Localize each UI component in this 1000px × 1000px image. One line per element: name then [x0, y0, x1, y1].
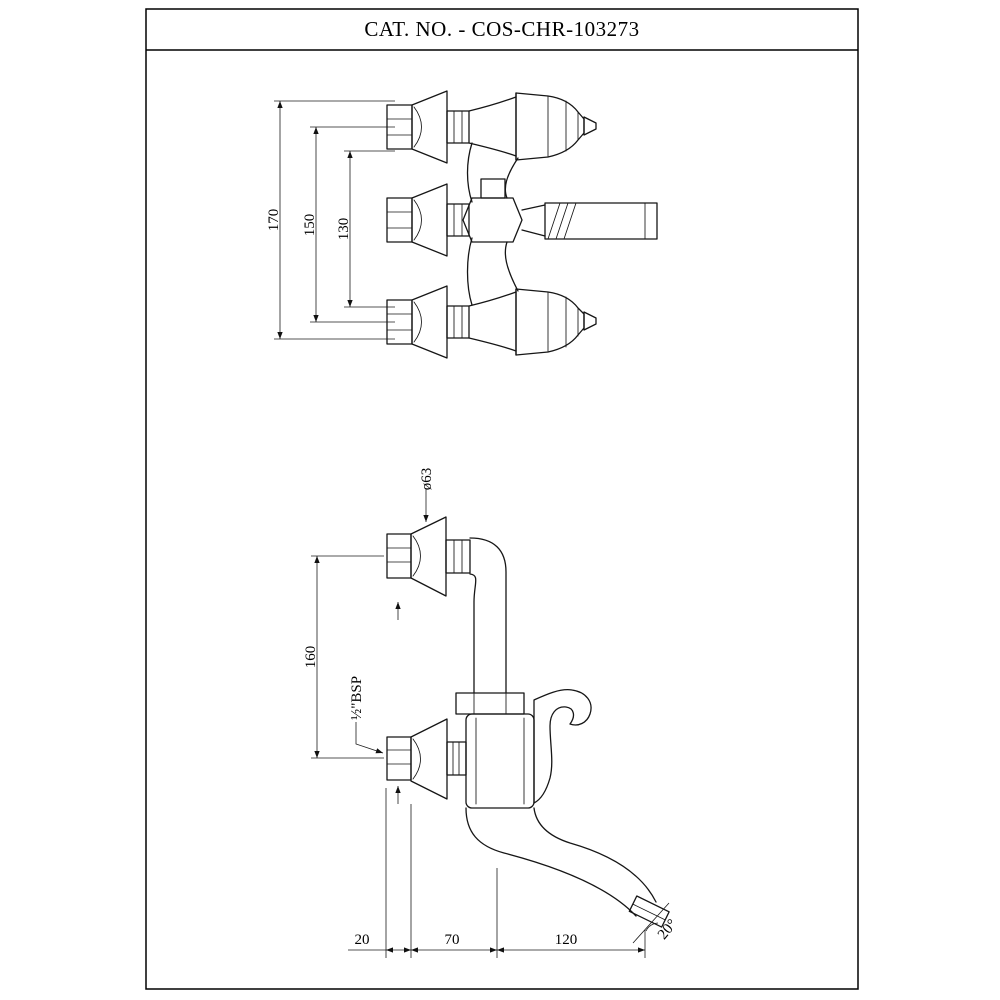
front-top-handle: [468, 92, 597, 161]
side-dim-120-label: 120: [555, 932, 578, 948]
drawing-title: CAT. NO. - COS-CHR-103273: [364, 17, 639, 41]
front-dimensions: 170 150 130: [266, 100, 395, 340]
side-dimensions: ø63 160 ½"BSP 20 70 120: [303, 468, 681, 958]
side-angle-line: [632, 902, 670, 944]
side-angle-arc: [645, 922, 659, 932]
front-body-spine: [466, 142, 519, 306]
front-bottom-handle: [468, 288, 597, 356]
side-dim-bsp-leader: [355, 722, 384, 754]
front-dim-130-label: 130: [336, 218, 352, 241]
side-aerator: [628, 895, 670, 928]
front-top-inlet-flange: [386, 90, 470, 164]
front-spout: [544, 202, 658, 240]
side-dim-bsp-label: ½"BSP: [349, 676, 365, 720]
side-body: [455, 692, 535, 809]
side-dim-70-label: 70: [445, 932, 460, 948]
side-spout: [465, 807, 670, 928]
side-riser-pipe: [469, 537, 507, 694]
front-diverter-assembly: [386, 178, 546, 257]
side-view: ø63 160 ½"BSP 20 70 120: [303, 468, 681, 958]
front-dim-170-label: 170: [266, 209, 282, 232]
side-lower-flange: [386, 718, 467, 800]
side-dim-diameter-label: ø63: [419, 468, 435, 491]
side-dim-angle-label: 20°: [655, 916, 681, 942]
front-bottom-inlet-flange: [386, 285, 470, 359]
front-dim-150-label: 150: [302, 214, 318, 237]
front-view: 170 150 130: [266, 90, 658, 359]
side-upper-flange: [386, 516, 471, 597]
side-handle: [533, 689, 592, 804]
side-dim-160-label: 160: [303, 646, 319, 669]
sheet-border: [145, 8, 859, 990]
side-dim-20-label: 20: [355, 932, 370, 948]
